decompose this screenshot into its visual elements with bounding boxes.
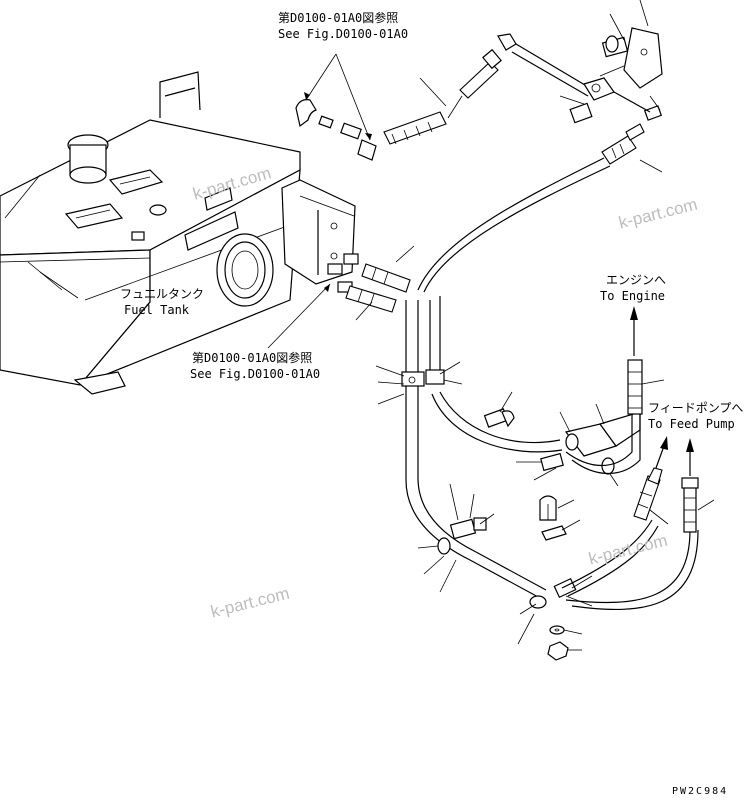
top-right-bracket [559,0,663,124]
fuel-tank-label-en: Fuel Tank [124,303,190,317]
ref-top-jp: 第D0100-01A0図参照 [278,11,399,25]
to-engine-label-jp: エンジンへ [606,273,667,287]
ref-mid-en: See Fig.D0100-01A0 [190,367,321,381]
to-feed-pump-label-jp: フィードポンプへ [648,401,744,415]
lower-pipe-clamps [417,483,593,661]
upper-return-hose [383,33,591,145]
to-engine-label-en: To Engine [600,289,666,303]
vertical-pipes [405,296,563,599]
engine-supply-bracket [516,306,665,487]
to-feed-pump-label-en: To Feed Pump [648,417,735,431]
fuel-tank [0,71,356,395]
ref-mid-jp: 第D0100-01A0図参照 [192,351,313,365]
return-fittings [295,53,377,161]
supply-hose-diagonal [417,123,663,293]
fuel-tank-label-jp: フュエルタンク [120,287,205,301]
tank-outlet-fittings [267,245,415,349]
feed-pump-hoses [561,436,715,611]
upper-pipe-clamp [375,361,515,428]
ref-top-en: See Fig.D0100-01A0 [278,27,409,41]
drawing-code: PW2C984 [672,786,729,797]
